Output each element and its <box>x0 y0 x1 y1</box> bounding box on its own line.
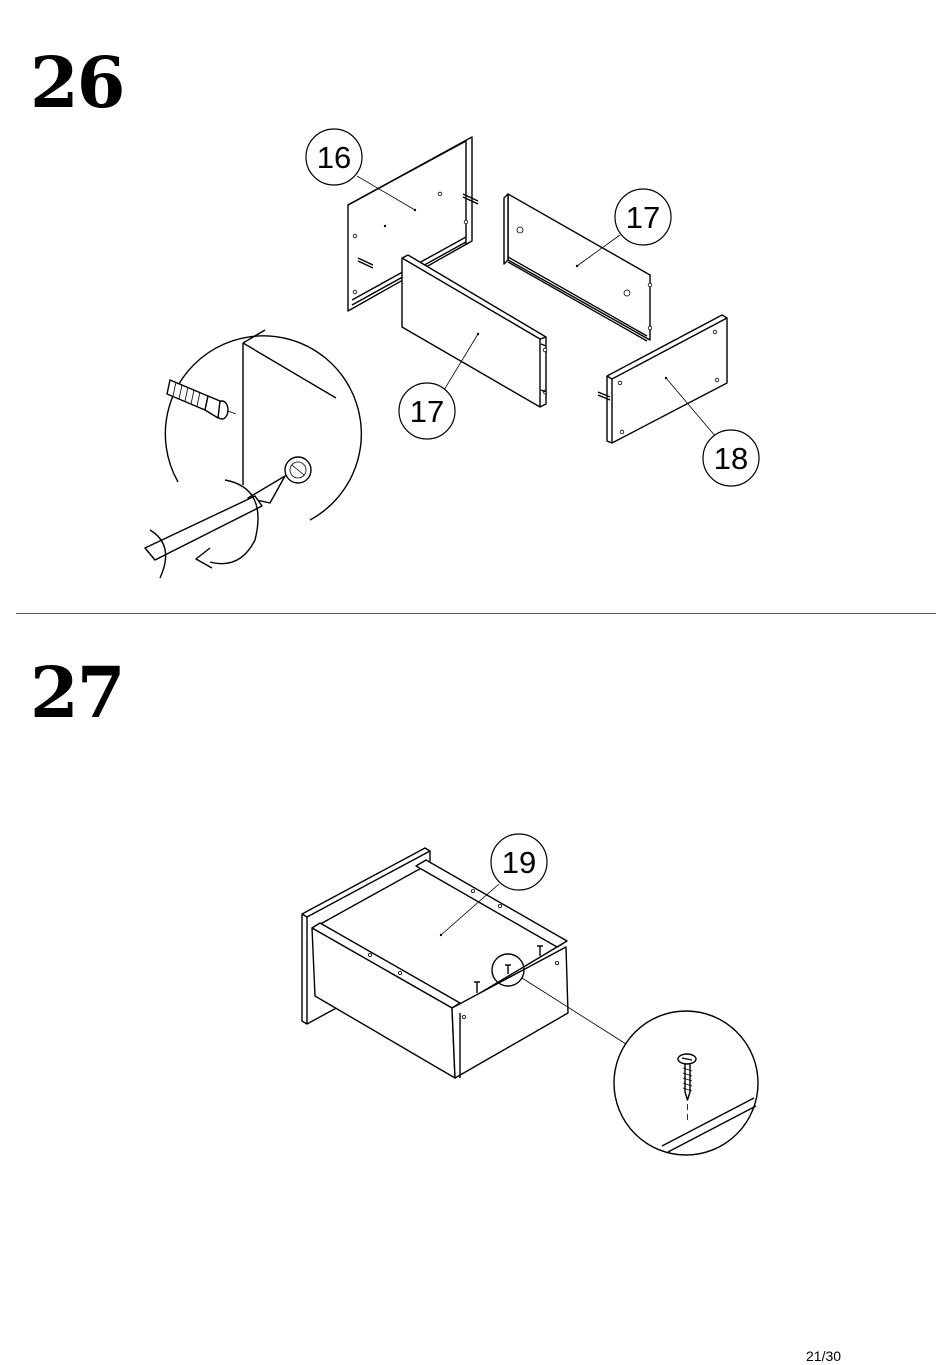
panel-18 <box>598 315 727 443</box>
callout-label-19: 19 <box>502 845 536 880</box>
screw-detail-bubble <box>614 1011 758 1155</box>
callout-label-16: 16 <box>317 140 351 175</box>
step-27-diagram: 19 <box>302 834 758 1155</box>
screwdriver-icon <box>145 476 285 578</box>
cam-lock-icon <box>285 457 311 483</box>
cam-lock-detail-bubble <box>145 330 361 578</box>
cam-bolt-icon <box>167 380 236 419</box>
callout-label-17-lower: 17 <box>410 394 444 429</box>
callout-label-18: 18 <box>714 441 748 476</box>
callout-label-17-upper: 17 <box>626 200 660 235</box>
wood-screw-icon <box>678 1054 696 1120</box>
step-26-diagram: 16 17 17 <box>145 129 759 578</box>
